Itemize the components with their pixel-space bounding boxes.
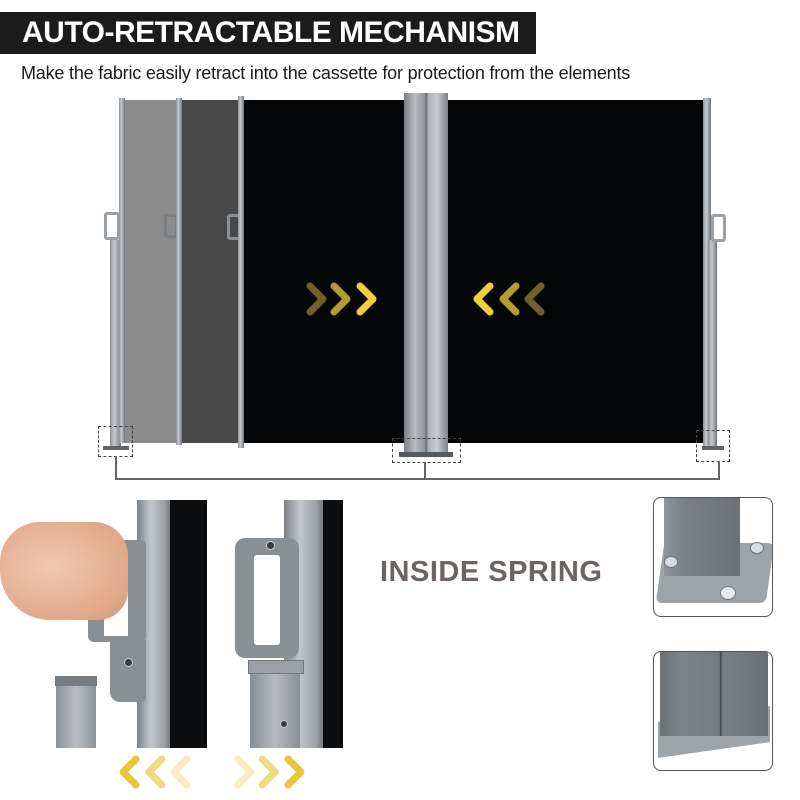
right-fabric-panel [448, 100, 703, 443]
left-end-post-foot [103, 446, 129, 450]
bolt-icon [750, 542, 764, 554]
right-end-handle [711, 214, 726, 242]
left-pull-bar [238, 96, 244, 448]
chevrons-left-icon [473, 282, 545, 316]
chevrons-right-icon [234, 755, 305, 789]
left-fabric-panel [240, 100, 405, 443]
screw-icon [124, 658, 133, 667]
connector-center [424, 462, 426, 479]
connector-right [718, 461, 720, 479]
left-end-post [110, 240, 121, 450]
inset-center-post-base [653, 651, 773, 771]
screw-icon [266, 541, 275, 550]
page-title: AUTO-RETRACTABLE MECHANISM [22, 16, 520, 49]
page-subtitle: Make the fabric easily retract into the … [21, 63, 631, 83]
fabric-strip-1 [170, 500, 207, 748]
chevrons-right-icon [306, 282, 377, 316]
bolt-icon [664, 556, 678, 568]
right-end-post-foot [702, 446, 724, 450]
center-post-base [399, 452, 453, 457]
lower-post-collar [248, 660, 304, 674]
center-post-column [660, 652, 768, 736]
screw-icon [280, 720, 288, 728]
callout-left-base [98, 426, 133, 457]
ghost-panel-light [120, 100, 178, 443]
callout-right-base [696, 430, 730, 462]
inset-end-post-base [653, 497, 773, 617]
inside-spring-label: INSIDE SPRING [380, 556, 603, 588]
hand-photo [0, 522, 128, 620]
center-cassette-post [404, 93, 448, 453]
connector-left [115, 456, 117, 479]
title-banner [0, 12, 536, 54]
receiver-cap [55, 676, 97, 686]
bolt-icon [720, 586, 736, 600]
ghost-pole-2 [176, 98, 182, 445]
receiver-post [56, 676, 96, 748]
right-pull-bar [703, 98, 711, 446]
lower-post-2 [250, 660, 300, 748]
connector-bar [115, 478, 720, 480]
left-end-handle [104, 212, 120, 240]
right-end-post [708, 240, 717, 450]
chevrons-left-icon [119, 755, 191, 789]
ghost-pole-1 [119, 98, 125, 443]
handle-lower-1 [110, 640, 146, 702]
fabric-strip-2 [323, 500, 343, 748]
callout-center-base [392, 438, 461, 463]
ghost-panel-dark [178, 100, 240, 443]
handle-grip-slot [254, 555, 280, 645]
